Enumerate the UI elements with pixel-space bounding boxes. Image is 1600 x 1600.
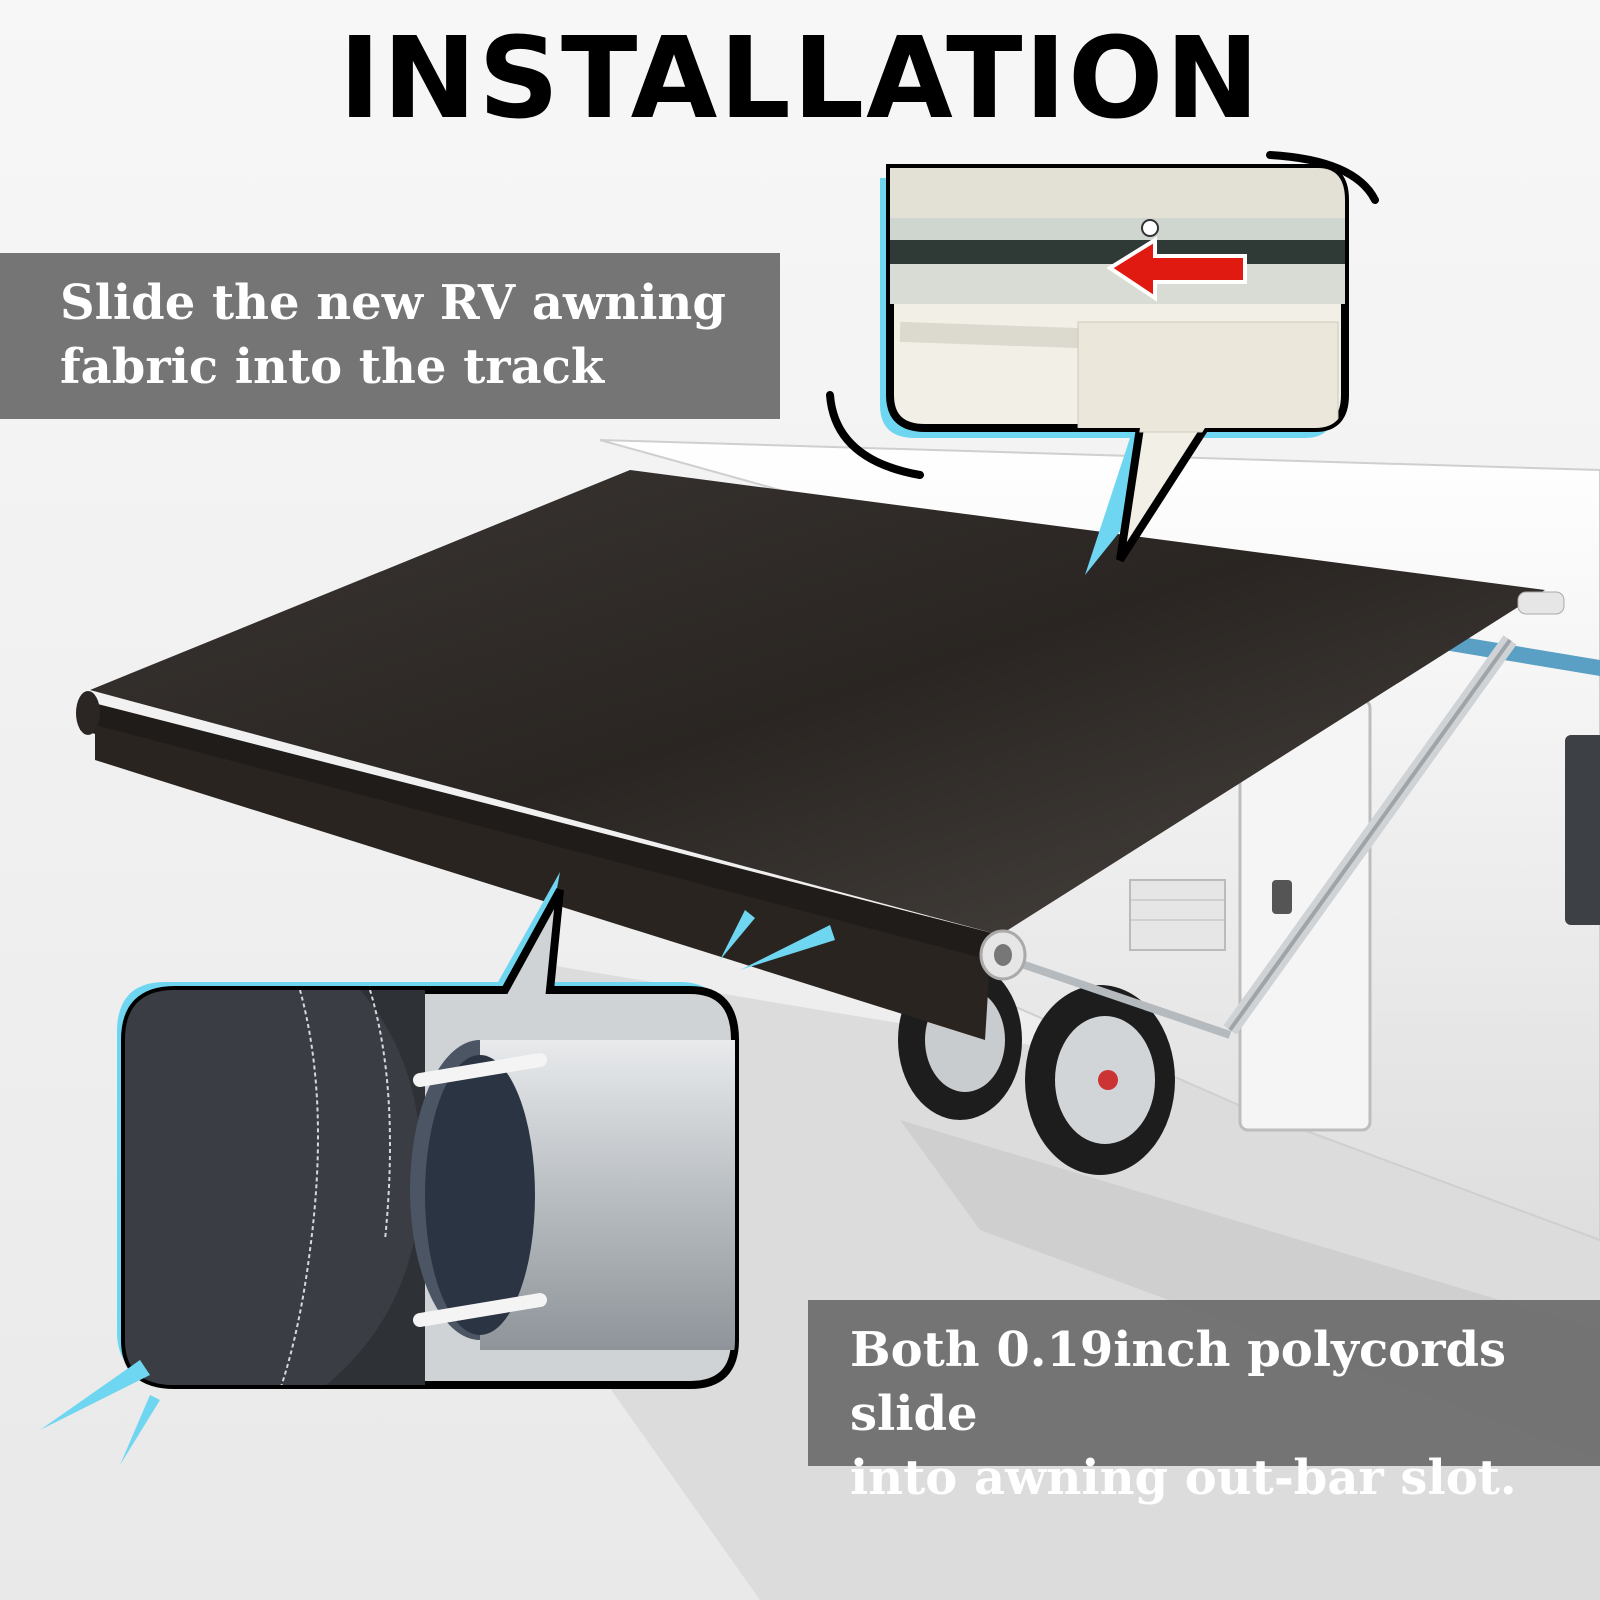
rv-window bbox=[1565, 735, 1600, 925]
page-title: INSTALLATION bbox=[338, 14, 1262, 144]
callout-outbar-closeup bbox=[117, 872, 739, 1389]
rv-vent bbox=[1129, 879, 1226, 951]
caption-polycords: Both 0.19inch polycords slide into awnin… bbox=[808, 1300, 1600, 1506]
rv-wheel-rear bbox=[1025, 985, 1175, 1175]
accent-sparks bbox=[40, 910, 835, 1465]
caption-line: fabric into the track bbox=[60, 339, 605, 395]
caption-line: Both 0.19inch polycords slide bbox=[850, 1322, 1507, 1442]
caption-line: into awning out-bar slot. bbox=[850, 1450, 1517, 1506]
left-arrow-icon bbox=[1106, 236, 1247, 302]
caption-slide-fabric: Slide the new RV awning fabric into the … bbox=[0, 253, 780, 419]
callout-track-closeup bbox=[826, 151, 1379, 575]
caption-line: Slide the new RV awning bbox=[60, 275, 726, 331]
